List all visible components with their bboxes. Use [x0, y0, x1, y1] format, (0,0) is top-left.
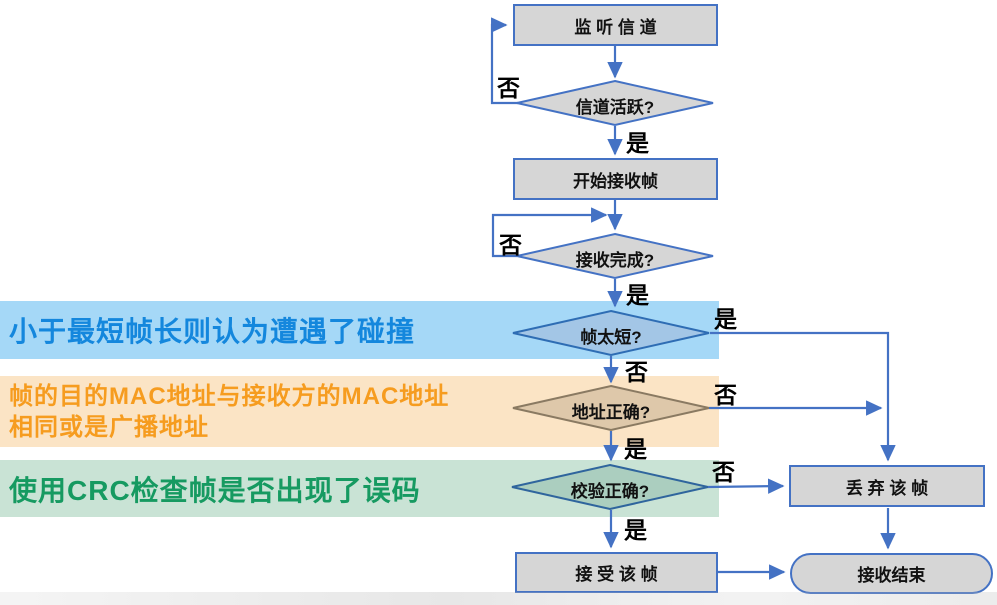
edge-label-done-yes: 是: [626, 282, 649, 308]
edge-crc-no-to-discard: [707, 478, 785, 494]
node-discard-frame: 丢 弃 该 帧: [789, 465, 985, 507]
label-channel-active: 信道活跃?: [575, 98, 655, 117]
node-listen-channel: 监 听 信 道: [513, 4, 718, 46]
annotation-crc-text: 使用CRC检查帧是否出现了误码: [9, 474, 421, 506]
label-receive-done: 接收完成?: [575, 251, 655, 270]
edge-label-addr-no: 否: [714, 382, 737, 408]
bottom-watermark-smear: [0, 592, 997, 605]
edge-label-done-no: 否: [499, 232, 522, 258]
edge-label-crc-yes: 是: [624, 517, 647, 543]
edge-label-short-yes: 是: [714, 306, 737, 332]
node-receive-end: 接收结束: [790, 553, 993, 594]
annotation-collision-text: 小于最短帧长则认为遭遇了碰撞: [9, 316, 416, 347]
edge-label-short-no: 否: [625, 359, 648, 385]
node-start-receive: 开始接收帧: [513, 158, 718, 200]
edge-label-crc-no: 否: [712, 459, 735, 485]
label-crc-correct: 校验正确?: [570, 482, 650, 501]
annotation-mac-line1: 帧的目的MAC地址与接收方的MAC地址: [9, 382, 450, 410]
edge-label-channel-no: 否: [497, 75, 520, 101]
edge-label-channel-yes: 是: [626, 130, 649, 156]
annotation-mac-line2: 相同或是广播地址: [9, 413, 209, 441]
label-addr-correct: 地址正确?: [571, 403, 651, 422]
label-frame-short: 帧太短?: [580, 328, 642, 347]
edge-label-addr-yes: 是: [624, 436, 647, 462]
node-accept-frame: 接 受 该 帧: [515, 552, 718, 593]
